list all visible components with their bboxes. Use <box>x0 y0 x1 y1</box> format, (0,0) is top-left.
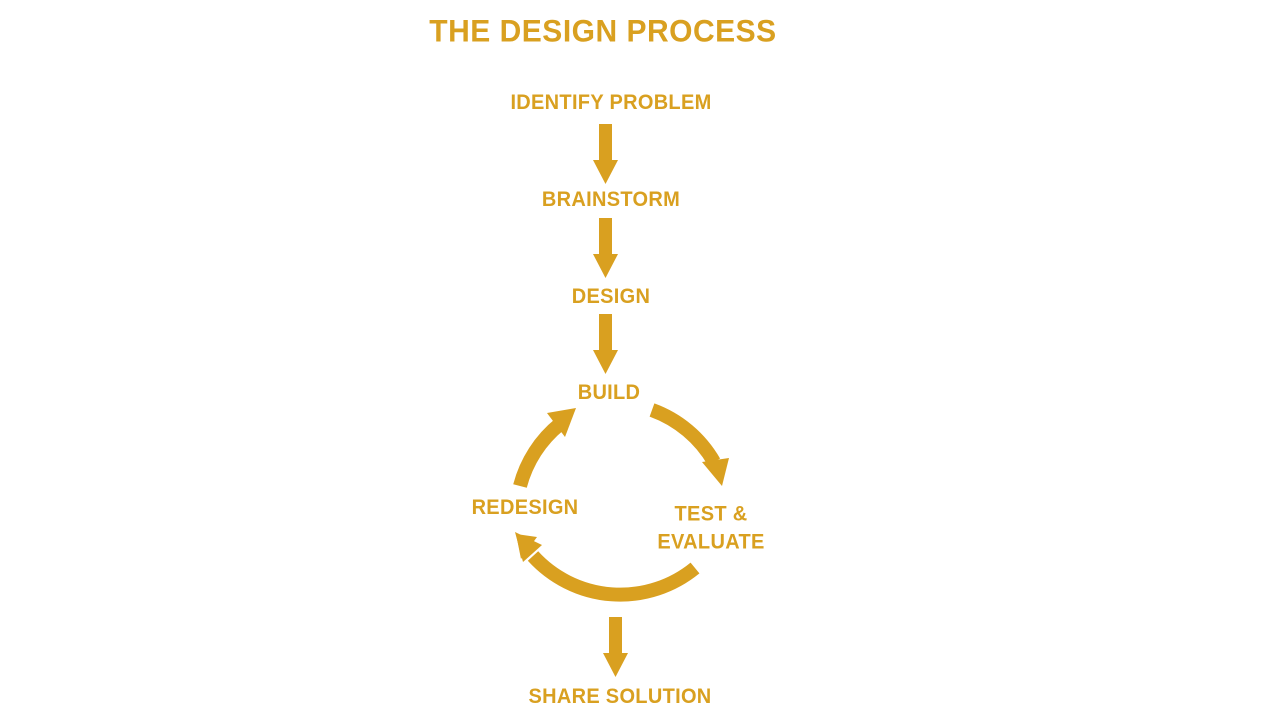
step-design: DESIGN <box>571 284 651 309</box>
step-brainstorm: BRAINSTORM <box>541 187 681 212</box>
step-identify-problem: IDENTIFY PROBLEM <box>510 90 712 115</box>
arrow-test-to-redesign <box>515 532 700 602</box>
arrow-build-to-test <box>649 403 729 486</box>
diagram-title: THE DESIGN PROCESS <box>429 14 777 49</box>
step-test-line1: TEST & <box>674 502 748 526</box>
step-share-solution: SHARE SOLUTION <box>528 684 712 709</box>
arrow-brainstorm-to-design <box>593 218 618 278</box>
step-test-evaluate: TEST & EVALUATE <box>657 500 764 556</box>
step-redesign: REDESIGN <box>471 495 579 520</box>
arrow-cycle-to-share <box>603 617 628 677</box>
step-test-line2: EVALUATE <box>657 530 765 554</box>
arrow-identify-to-brainstorm <box>593 124 618 184</box>
arrow-design-to-build <box>593 314 618 374</box>
step-build: BUILD <box>577 380 641 405</box>
arrow-redesign-to-build <box>513 408 576 488</box>
